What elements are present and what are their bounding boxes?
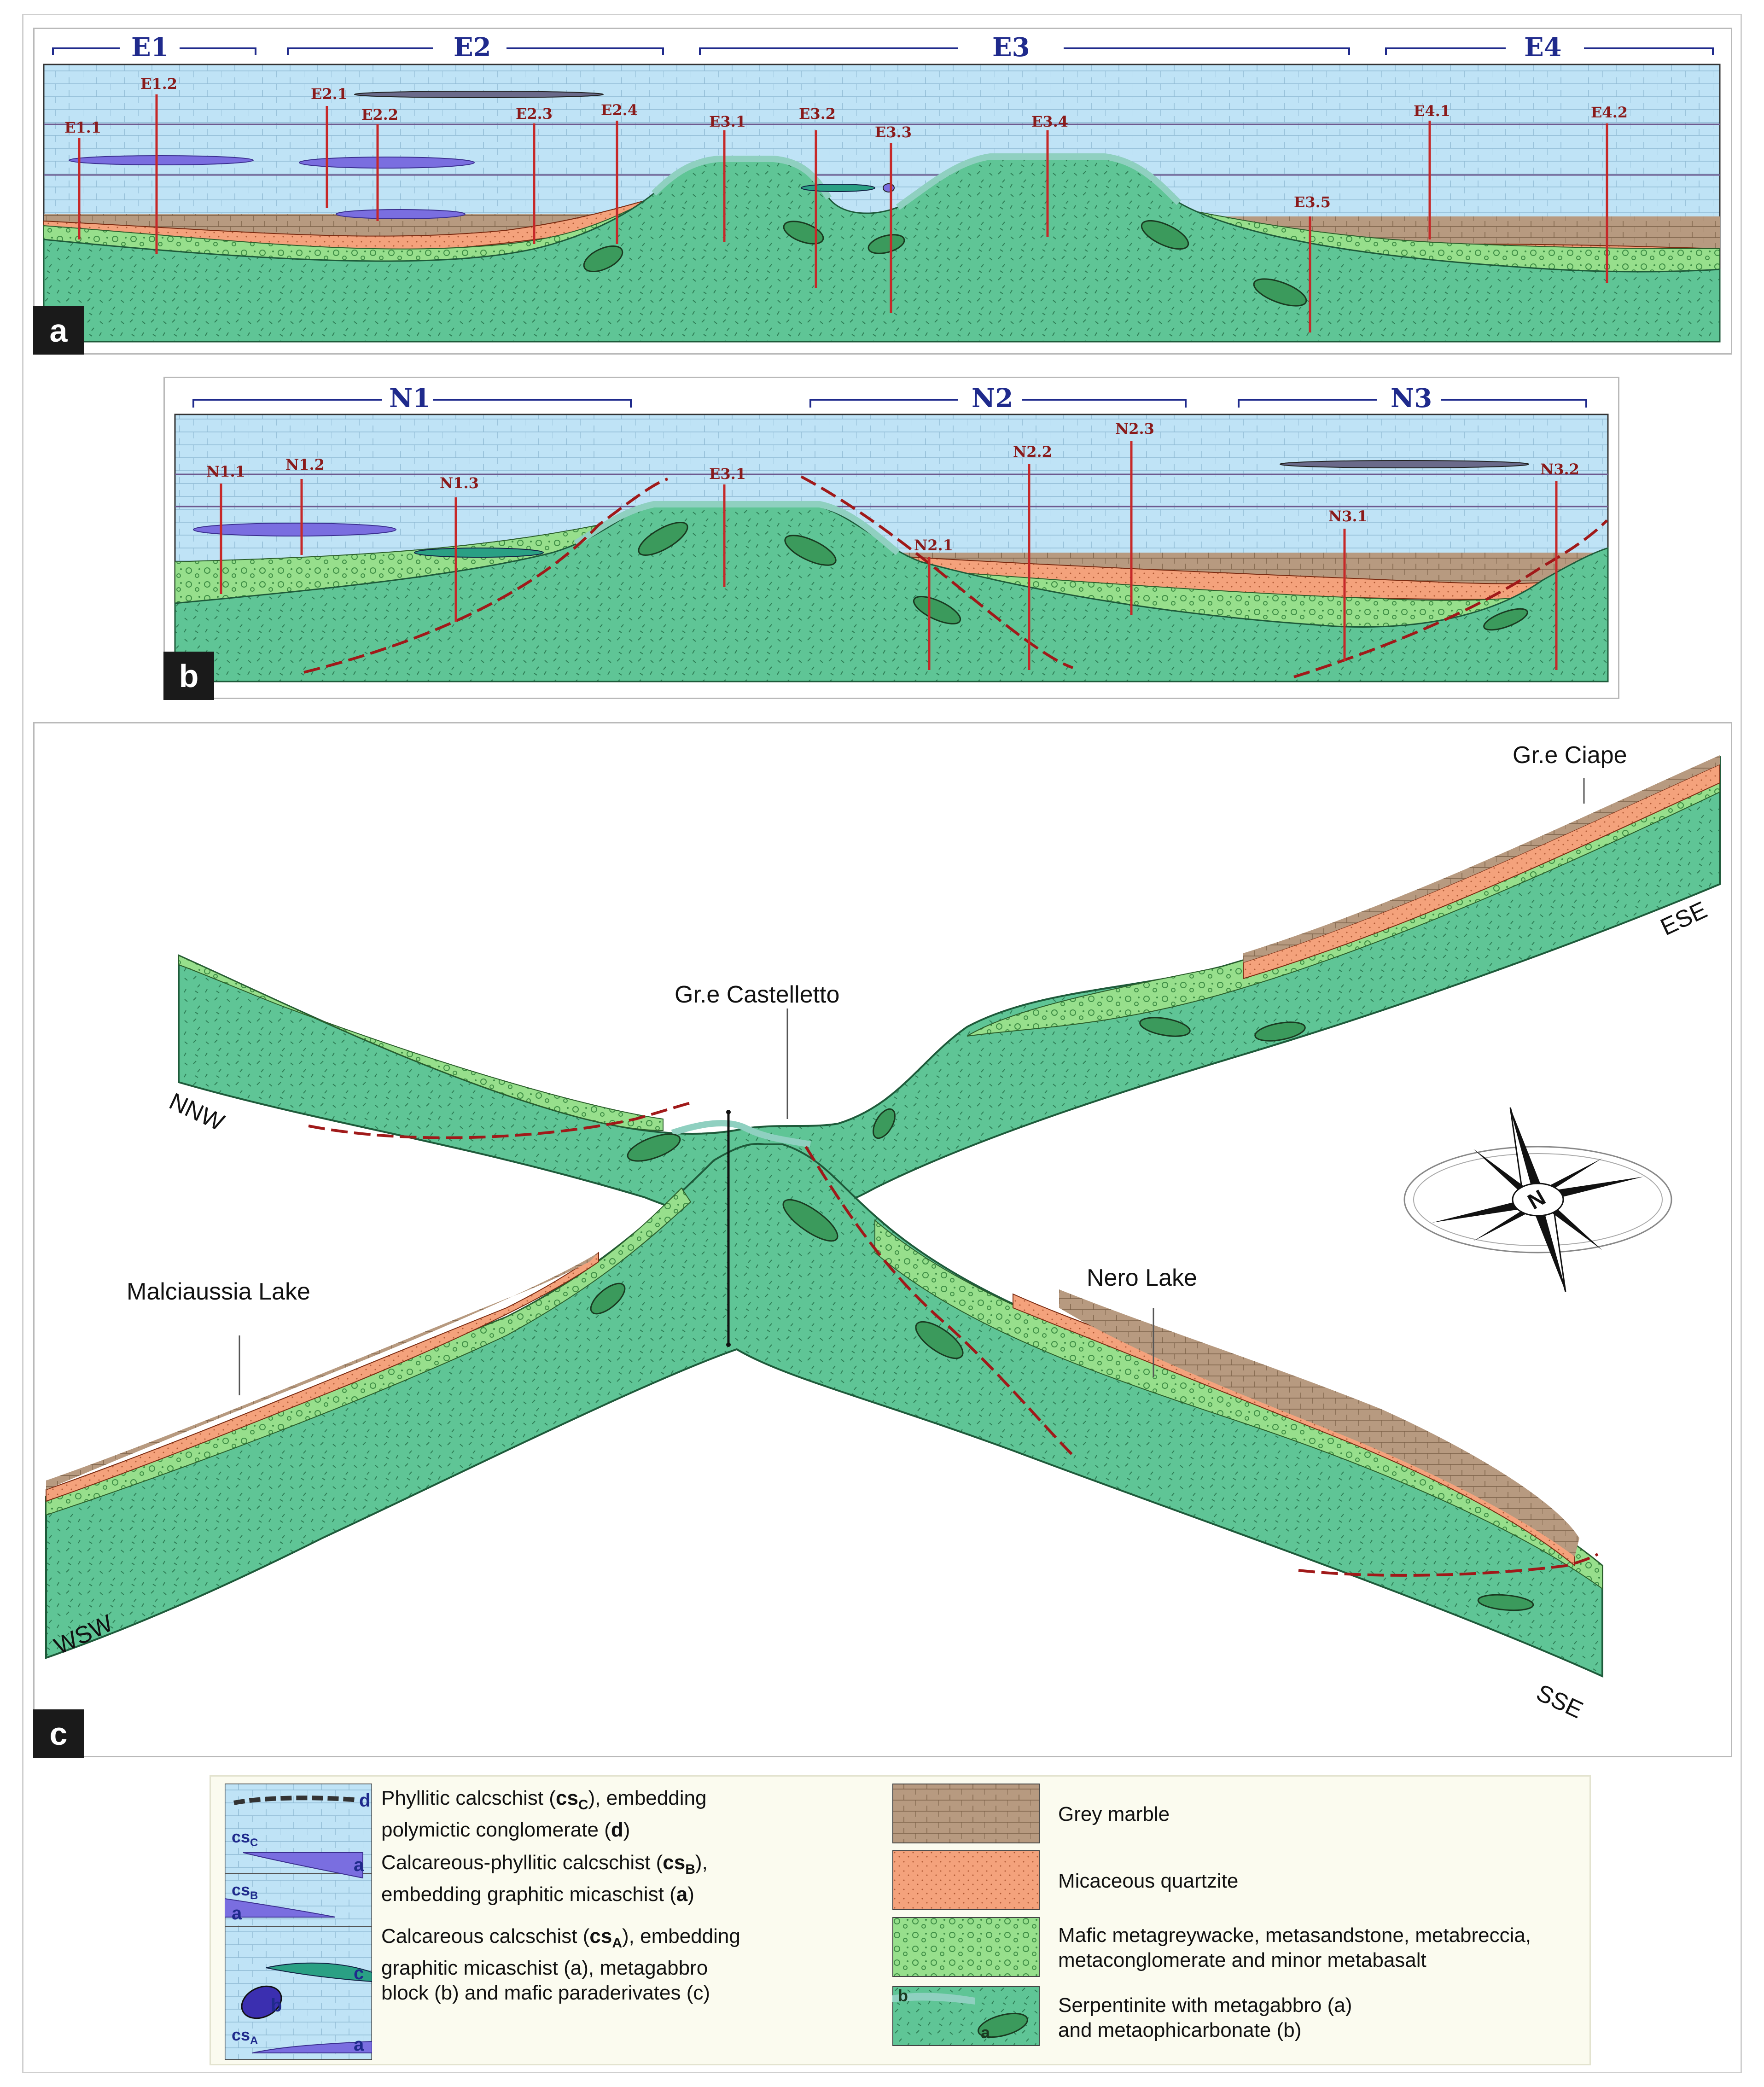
- legend-item-csc: Phyllitic calcschist (csC), embedding po…: [381, 1787, 707, 1841]
- panel-a-drills: [78, 94, 1608, 332]
- drill-label: E2.3: [516, 105, 553, 122]
- panel-a-section: [43, 64, 1721, 343]
- legend-item-csb: Calcareous-phyllitic calcschist (csB), e…: [381, 1851, 708, 1906]
- drill-label: N1.1: [206, 463, 245, 480]
- legend-column-mark-a: a: [354, 2035, 364, 2055]
- compass-rose: [1403, 1107, 1672, 1292]
- legend-column-mark-c: c: [354, 1963, 364, 1983]
- drill-label: E2.1: [311, 85, 348, 103]
- group-label-e2: E2: [454, 32, 491, 63]
- legend-column-mark-a: a: [232, 1903, 242, 1924]
- group-label-n2: N2: [972, 383, 1013, 414]
- drill-label: E3.5: [1294, 193, 1331, 211]
- drill-label: N2.3: [1115, 420, 1154, 437]
- panel-c-fence: [45, 755, 1721, 1678]
- legend-column-mark-csc: csC: [232, 1827, 258, 1849]
- drill-label: E4.1: [1414, 102, 1451, 120]
- drill-label: N1.2: [285, 456, 325, 473]
- group-label-n1: N1: [389, 383, 431, 414]
- drill-label: E3.1: [709, 113, 746, 130]
- drill-label: E3.1: [709, 465, 746, 483]
- panel-b-frame: [163, 377, 1619, 699]
- group-label-n3: N3: [1391, 383, 1432, 414]
- label-malciaussia-lake: Malciaussia Lake: [127, 1278, 310, 1305]
- drill-label: N3.1: [1328, 507, 1368, 525]
- group-label-e4: E4: [1524, 32, 1562, 63]
- legend-label-serpentinite: Serpentinite with metagabbro (a)and meta…: [1058, 1994, 1352, 2041]
- drill-label: E3.3: [875, 123, 912, 141]
- drill-label: N1.3: [440, 474, 479, 492]
- legend-column-mark-csa: csA: [232, 2025, 258, 2047]
- panel-letter-a: a: [33, 306, 84, 355]
- legend-swatch-serpentinite: [892, 1986, 1040, 2046]
- drill-label: E1.1: [64, 119, 102, 136]
- legend-label-metagreywacke: Mafic metagreywacke, metasandstone, meta…: [1058, 1924, 1531, 1971]
- legend-column-mark-d: d: [359, 1790, 371, 1811]
- panel-letter-b: b: [163, 652, 214, 700]
- legend-serp-mark-a: a: [981, 2023, 990, 2042]
- legend-label-marble: Grey marble: [1058, 1803, 1170, 1825]
- drill-label: N2.2: [1013, 443, 1052, 461]
- group-label-e1: E1: [131, 32, 169, 63]
- panel-a-group-brackets: [52, 47, 1714, 55]
- legend-label-quartzite: Micaceous quartzite: [1058, 1870, 1239, 1892]
- label-nero-lake: Nero Lake: [1087, 1265, 1197, 1291]
- drill-label: E3.4: [1031, 113, 1069, 130]
- drill-label: E3.2: [799, 105, 836, 122]
- panel-b-drills: [220, 441, 1558, 670]
- panel-a-frame: [33, 28, 1732, 355]
- panel-b-section: [174, 414, 1609, 682]
- drill-label: E2.2: [361, 106, 399, 123]
- legend-serp-mark-b: b: [898, 1986, 908, 2005]
- figure-frame: [22, 14, 1742, 2073]
- legend-item-csa: Calcareous calcschist (csA), embedding g…: [381, 1925, 740, 2004]
- drill-label: E4.2: [1591, 104, 1628, 121]
- legend-swatch-marble: [892, 1784, 1040, 1843]
- label-gre-ciape: Gr.e Ciape: [1513, 742, 1627, 769]
- cross-sections: [43, 47, 1721, 1678]
- legend-swatch-metagreywacke: [892, 1917, 1040, 1977]
- panel-c-frame: [33, 722, 1732, 1757]
- legend-column-mark-b: b: [271, 1995, 282, 2016]
- legend-swatch-quartzite: [892, 1850, 1040, 1910]
- drill-label: N3.2: [1540, 461, 1579, 478]
- legend-column-mark-csb: csB: [232, 1880, 258, 1902]
- legend-column: [225, 1784, 372, 2060]
- panel-b-group-brackets: [192, 399, 1587, 408]
- drill-label: E1.2: [140, 75, 178, 93]
- panel-letter-c: c: [33, 1709, 84, 1758]
- drill-label: E2.4: [601, 101, 638, 119]
- legend-column-mark-a: a: [354, 1855, 364, 1875]
- label-gre-castelletto: Gr.e Castelletto: [675, 981, 840, 1008]
- legend: d csC a csB a c b csA a Phyllitic calcsc…: [210, 1775, 1591, 2065]
- group-label-e3: E3: [992, 32, 1030, 63]
- drill-label: N2.1: [914, 536, 953, 554]
